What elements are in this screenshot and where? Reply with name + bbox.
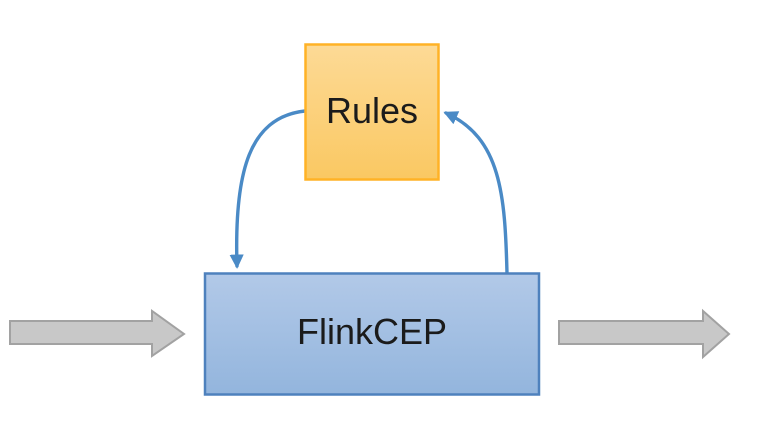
node-rules-label: Rules [326,90,418,131]
node-flinkcep-label: FlinkCEP [297,311,447,352]
node-flinkcep: FlinkCEP [203,272,541,396]
node-flinkcep-box [203,272,541,396]
node-rules: Rules [304,43,440,181]
output-flow-arrow [558,308,731,360]
connector-flinkcep-to-rules [443,111,509,275]
connector-rules-to-flinkcep [229,109,307,269]
node-rules-box [304,43,440,181]
input-flow-arrow [9,309,186,358]
